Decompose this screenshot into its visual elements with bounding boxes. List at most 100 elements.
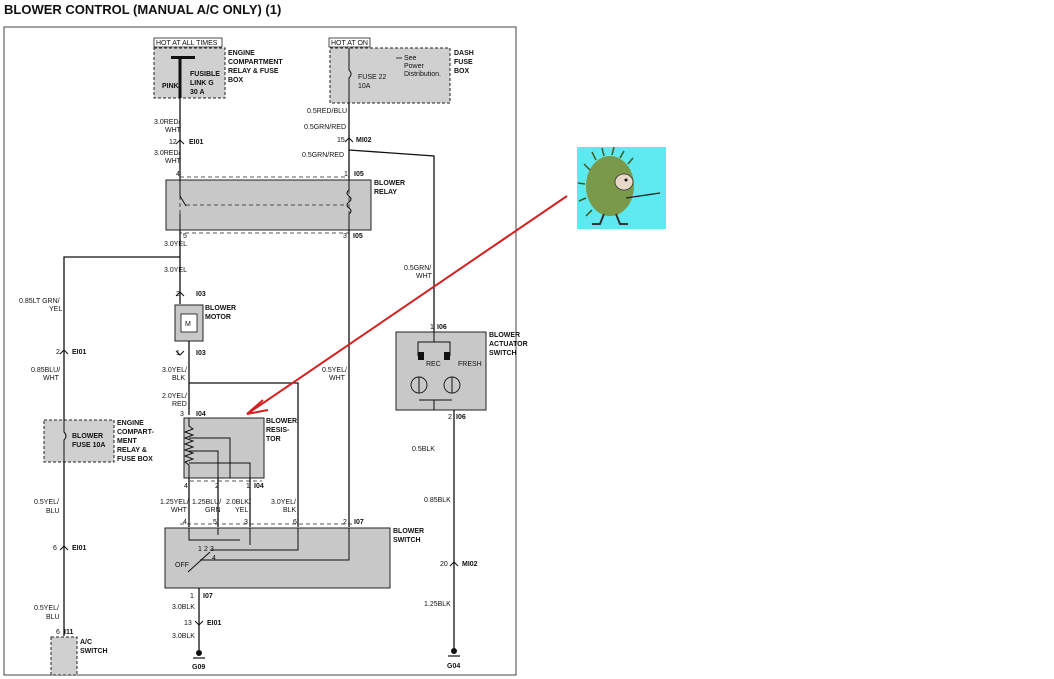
connector-i04-3: 3: [180, 411, 184, 418]
connector-ei01-6-pin: 6: [53, 545, 57, 552]
wire-label-30yel-blk-1: 3.0YEL/: [162, 367, 187, 374]
engine-box-left-label-1: ENGINE: [117, 420, 144, 427]
wire-label-125blu-grn-2: GRN: [205, 507, 221, 514]
blower-motor-label-1: BLOWER: [205, 305, 236, 312]
connector-mi02-20-pin: 20: [440, 561, 448, 568]
wire-085lt-grn: [63, 256, 180, 420]
motor-icon: [180, 313, 198, 333]
wire-label-125yel-wht-1: 1.25YEL/: [160, 499, 189, 506]
connector-i06-2: 2: [448, 414, 452, 421]
blower-switch-pos-1: 1: [198, 546, 202, 553]
engine-box-top-label-2: COMPARTMENT: [228, 59, 283, 66]
wire-label-05grn-red-a: 0.5GRN/RED: [304, 124, 346, 131]
fusible-link-rating: 30 A: [190, 89, 205, 96]
blower-switch-internal: [188, 528, 350, 561]
hedgehog-legs: [592, 213, 628, 225]
blower-switch-pos-3: 3: [210, 546, 214, 553]
connector-mi02-15-symbol: [344, 137, 354, 143]
wire-label-30red-b2: WHT: [165, 158, 182, 165]
connector-i05-3: 3: [343, 233, 347, 240]
wire-label-30yel-blk-b2: BLK: [283, 507, 297, 514]
wire-label-30red-b1: 3.0RED/: [154, 150, 181, 157]
dash-box-label-1: DASH: [454, 50, 474, 57]
connector-ei01-13-pin: 13: [184, 620, 192, 627]
blower-relay-contact: [179, 180, 187, 230]
blower-actuator-switch-box: [395, 331, 487, 411]
blower-switch-label-2: SWITCH: [393, 537, 421, 544]
engine-box-left-label-3: MENT: [117, 438, 138, 445]
blower-resistor-label-3: TOR: [266, 436, 281, 443]
actuator-fresh-label: FRESH: [458, 361, 482, 368]
connector-i06-1-name: I06: [437, 324, 447, 331]
hot-at-on-text: HOT AT ON: [331, 40, 368, 47]
fuse-22-symbol: [348, 48, 352, 103]
wire-label-05yel-blu-b2: BLU: [46, 614, 60, 621]
ac-switch-box: [50, 636, 78, 676]
fuse-22-rating: 10A: [358, 83, 371, 90]
wire-label-30red-a1: 3.0RED/: [154, 119, 181, 126]
wire-label-05yel-blu-a2: BLU: [46, 508, 60, 515]
actuator-internal-wires: [417, 332, 451, 356]
connector-mi02-15-name: MI02: [356, 137, 372, 144]
connector-i07-2-name: I07: [354, 519, 364, 526]
connector-i03-2-symbol: [175, 291, 185, 297]
wire-label-085blk: 0.85BLK: [424, 497, 451, 504]
blower-switch-pos-4: 4: [212, 555, 216, 562]
blower-fuse-label-1: BLOWER: [72, 433, 103, 440]
blower-motor-label-2: MOTOR: [205, 314, 231, 321]
wire-label-30blk-a: 3.0BLK: [172, 604, 195, 611]
fuse-22-label: FUSE 22: [358, 74, 387, 81]
diagram-frame: [3, 26, 517, 676]
actuator-fresh-contact: [444, 352, 450, 360]
hedgehog-face: [614, 173, 634, 191]
wire-label-05grn-wht-1: 0.5GRN/: [404, 265, 431, 272]
blower-switch-label-1: BLOWER: [393, 528, 424, 535]
actuator-label-1: BLOWER: [489, 332, 520, 339]
blower-relay-label-2: RELAY: [374, 189, 397, 196]
wire-label-085blu-wht-2: WHT: [43, 375, 60, 382]
connector-i05-4: 4: [176, 171, 180, 178]
resistor-coil: [183, 418, 195, 478]
fuse-22-note-2: Power: [404, 63, 425, 70]
blower-fuse-symbol: [63, 420, 67, 462]
dash-box-label-2: FUSE: [454, 59, 473, 66]
hedgehog-spines: [577, 146, 634, 217]
fuse-22-note-1: See: [404, 55, 417, 62]
hot-at-all-times-label: [153, 37, 223, 48]
blower-resistor-box: [183, 417, 265, 479]
blower-relay-coil: [346, 180, 352, 230]
wire-label-125blu-grn-1: 1.25BLU/: [192, 499, 221, 506]
connector-ei01-12-symbol: [175, 139, 185, 145]
wire-label-20blk-yel-1: 2.0BLK/: [226, 499, 251, 506]
dash-box-label-3: BOX: [454, 68, 470, 75]
blower-relay-label-1: BLOWER: [374, 180, 405, 187]
fusible-link-bar: [171, 56, 195, 59]
ground-g04-label: G04: [447, 663, 460, 670]
connector-i05-1-name: I05: [354, 171, 364, 178]
dash-fuse-box: [329, 47, 451, 104]
connector-i04-1-name: I04: [254, 483, 264, 490]
wire-label-05yel-blu-b1: 0.5YEL/: [34, 605, 59, 612]
connector-ei01-12-pin: 12: [169, 139, 177, 146]
connector-mi02-20-symbol: [449, 561, 459, 567]
connector-i04-1: 1: [246, 483, 250, 490]
wire-label-20yel-red-2: RED: [172, 401, 187, 408]
connector-ei01-13-symbol: [194, 620, 204, 626]
blower-switch-box: [164, 527, 391, 589]
connector-ei01-2-pin: 2: [56, 349, 60, 356]
engine-box-top-label-1: ENGINE: [228, 50, 255, 57]
wire-label-085lt-grn-1: 0.85LT GRN/: [19, 298, 60, 305]
connector-i06-1: 1: [430, 324, 434, 331]
wire-label-05blk: 0.5BLK: [412, 446, 435, 453]
pointer-stick-icon: [625, 192, 661, 199]
hedgehog-clipart: [577, 146, 666, 229]
hedgehog-eye: [624, 178, 628, 182]
connector-i07-1-name: I07: [203, 593, 213, 600]
wire-label-20yel-red-1: 2.0YEL/: [162, 393, 187, 400]
ground-g09-icon: [196, 650, 202, 656]
connector-i11-6: 6: [56, 629, 60, 636]
hot-at-all-times-text: HOT AT ALL TIMES: [156, 40, 218, 47]
connector-i04-3-name: I04: [196, 411, 206, 418]
hedgehog-body-icon: [586, 156, 634, 216]
